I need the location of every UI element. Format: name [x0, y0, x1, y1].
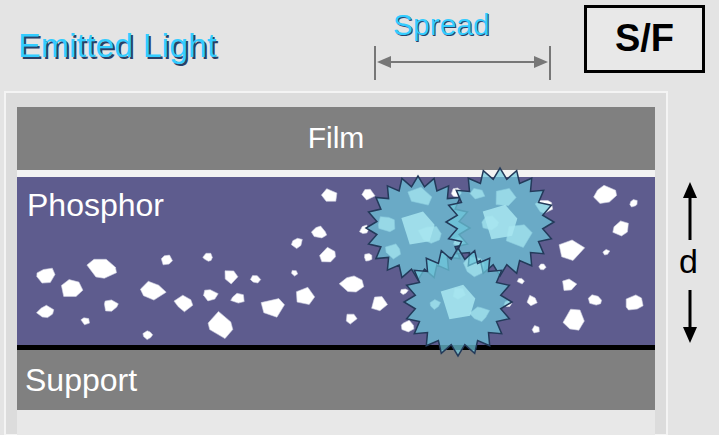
phosphor-grain	[517, 278, 524, 284]
phosphor-grain	[204, 290, 219, 301]
phosphor-grain	[296, 287, 314, 304]
phosphor-grain	[539, 264, 546, 270]
burst-shape	[366, 176, 470, 280]
phosphor-grain	[504, 301, 512, 307]
phosphor-grain	[588, 295, 601, 305]
phosphor-grain	[311, 226, 326, 238]
phosphor-grain	[143, 331, 153, 340]
film-gap	[17, 170, 655, 177]
phosphor-grain	[321, 189, 337, 202]
phosphor-grain	[360, 225, 369, 234]
thickness-label: d	[679, 242, 698, 281]
phosphor-grain	[603, 249, 610, 255]
phosphor-grain	[527, 295, 537, 306]
phosphor-grain	[292, 270, 298, 276]
lit-grain	[401, 211, 434, 244]
phosphor-grain	[208, 311, 233, 338]
phosphor-grain	[37, 305, 54, 317]
phosphor-grain	[174, 295, 193, 312]
phosphor-grain	[81, 318, 90, 325]
phosphor-grain	[231, 293, 245, 303]
phosphor-grain	[559, 240, 585, 261]
burst-shape	[446, 168, 554, 276]
lit-grain	[441, 285, 476, 320]
phosphor-grain	[400, 289, 408, 295]
phosphor-grain	[87, 259, 117, 278]
phosphor-grain	[563, 309, 584, 330]
film-layer: Film	[17, 107, 655, 170]
layer-name: Film	[308, 121, 365, 156]
phosphor-grain	[453, 288, 465, 299]
layer-name: Phosphor	[27, 187, 164, 224]
phosphor-grain	[418, 227, 441, 244]
phosphor-grain	[61, 280, 83, 297]
emitted-light-label: Emitted Light	[18, 26, 216, 65]
light-burst	[404, 248, 512, 356]
phosphor-grain	[365, 254, 372, 262]
phosphor-grain	[378, 217, 394, 232]
phosphor-grain	[535, 201, 553, 214]
phosphor-grain	[203, 253, 213, 261]
phosphor-grain	[401, 320, 414, 332]
phosphor-grain	[482, 216, 499, 230]
phosphor-grain	[339, 276, 364, 292]
light-burst	[366, 176, 470, 280]
phosphor-grain	[225, 271, 238, 284]
base-ground	[17, 410, 655, 435]
phosphor-grain	[506, 225, 532, 248]
support-layer: Support	[17, 350, 655, 410]
phosphor-grain	[563, 279, 577, 291]
layer-name: S/F	[615, 17, 674, 61]
phosphor-grain	[372, 297, 388, 311]
phosphor-grain	[613, 221, 629, 236]
phosphor-grain	[451, 188, 461, 197]
burst-shape	[404, 248, 512, 356]
phosphor-grain	[464, 257, 485, 277]
phosphor-grain	[496, 188, 516, 205]
phosphor-grain	[291, 238, 302, 248]
phosphor-grain	[594, 185, 617, 203]
phosphor-grains	[37, 185, 644, 339]
phosphor-grain	[261, 299, 284, 318]
lit-grain	[483, 205, 518, 240]
light-bursts	[366, 168, 554, 356]
phosphor-grain	[320, 247, 336, 262]
phosphor-grain	[37, 268, 55, 283]
phosphor-grain	[470, 188, 485, 199]
phosphor-grain	[140, 281, 166, 300]
phosphor-grain	[161, 255, 172, 265]
layer-name: Support	[25, 362, 137, 399]
spread-arrow	[375, 46, 550, 80]
phosphor-grain	[532, 326, 539, 333]
phosphor-grain	[104, 300, 118, 311]
screen-frame	[5, 92, 667, 435]
phosphor-grain	[386, 244, 401, 259]
phosphor-grain	[454, 237, 463, 246]
phosphor-grain	[430, 300, 440, 310]
system-box: S/F	[584, 5, 705, 73]
phosphor-grain	[362, 189, 375, 200]
phosphor-grain	[470, 307, 490, 322]
phosphor-grain	[626, 295, 643, 310]
phosphor-grain	[630, 200, 637, 207]
phosphor-layer: Phosphor	[17, 177, 655, 345]
phosphor-grain	[408, 187, 432, 205]
phosphor-grain	[346, 314, 357, 324]
light-burst	[446, 168, 554, 276]
spread-label: Spread	[393, 8, 490, 42]
phosphor-grain	[250, 276, 260, 284]
